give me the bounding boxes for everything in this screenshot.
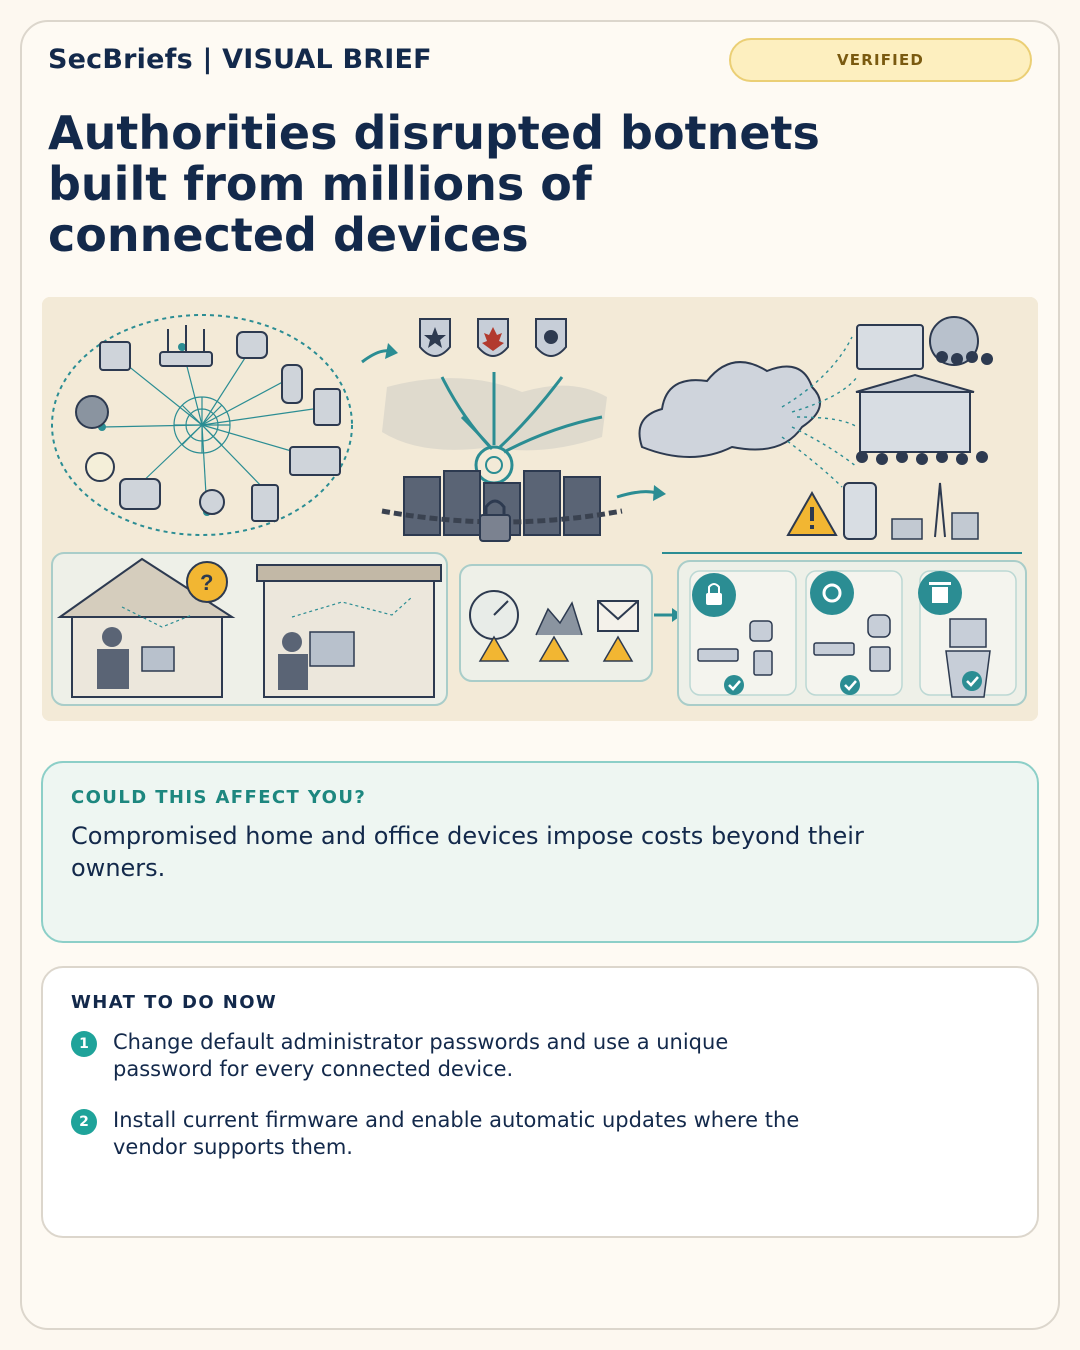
- thermostat-icon: [75, 395, 109, 429]
- smart-speaker-icon: [281, 364, 303, 404]
- webcam-icon: [199, 489, 225, 515]
- question-icon: [186, 561, 228, 603]
- gear-icon: [810, 571, 854, 615]
- padlock-icon: [479, 514, 511, 542]
- affect-panel: COULD THIS AFFECT YOU? Compromised home …: [41, 761, 1039, 943]
- todo-step: 2 Install current firmware and enable au…: [71, 1107, 1009, 1161]
- nas-icon: [251, 484, 279, 522]
- smart-plug-icon: [99, 341, 131, 371]
- check-icon: [724, 675, 744, 695]
- warning-icon: [478, 635, 510, 662]
- takedown-scene: [381, 318, 666, 542]
- affect-text: Compromised home and office devices impo…: [71, 822, 864, 882]
- cloud-icon: [638, 361, 821, 458]
- server-rack-icon: [403, 476, 441, 536]
- todo-panel: WHAT TO DO NOW 1 Change default administ…: [41, 966, 1039, 1238]
- step-number-badge: 2: [71, 1109, 97, 1135]
- step-text: Install current firmware and enable auto…: [113, 1108, 800, 1159]
- cell-tower-icon: [934, 482, 946, 538]
- todo-title: WHAT TO DO NOW: [71, 992, 278, 1013]
- printer-icon: [289, 446, 341, 476]
- smartphone-icon: [843, 482, 877, 540]
- lightbulb-icon: [85, 452, 115, 482]
- camera-icon: [236, 331, 268, 359]
- smart-display-icon: [119, 478, 161, 510]
- brand-title: SecBriefs | VISUAL BRIEF: [48, 44, 432, 75]
- outlet-icon: [313, 388, 341, 426]
- svg-text:?: ?: [200, 570, 213, 595]
- todo-steps: 1 Change default administrator passwords…: [71, 1029, 1009, 1161]
- government-building-icon: [859, 391, 971, 453]
- step-number-badge: 1: [71, 1031, 97, 1057]
- impact-scene: [638, 316, 1022, 554]
- laptop-icon: [856, 324, 924, 370]
- todo-step: 1 Change default administrator passwords…: [71, 1029, 1009, 1083]
- verified-badge: VERIFIED: [729, 38, 1032, 82]
- device-network: [51, 314, 398, 536]
- actions-panel: [677, 560, 1027, 706]
- router-icon: [159, 351, 213, 367]
- step-text: Change default administrator passwords a…: [113, 1030, 729, 1081]
- chart-icon: [535, 601, 583, 636]
- home-office-panel: ?: [51, 552, 448, 706]
- alerts-panel: [459, 564, 682, 682]
- headline: Authorities disrupted botnets built from…: [48, 106, 820, 262]
- affect-title: COULD THIS AFFECT YOU?: [71, 787, 367, 808]
- hero-illustration: ?: [42, 297, 1038, 721]
